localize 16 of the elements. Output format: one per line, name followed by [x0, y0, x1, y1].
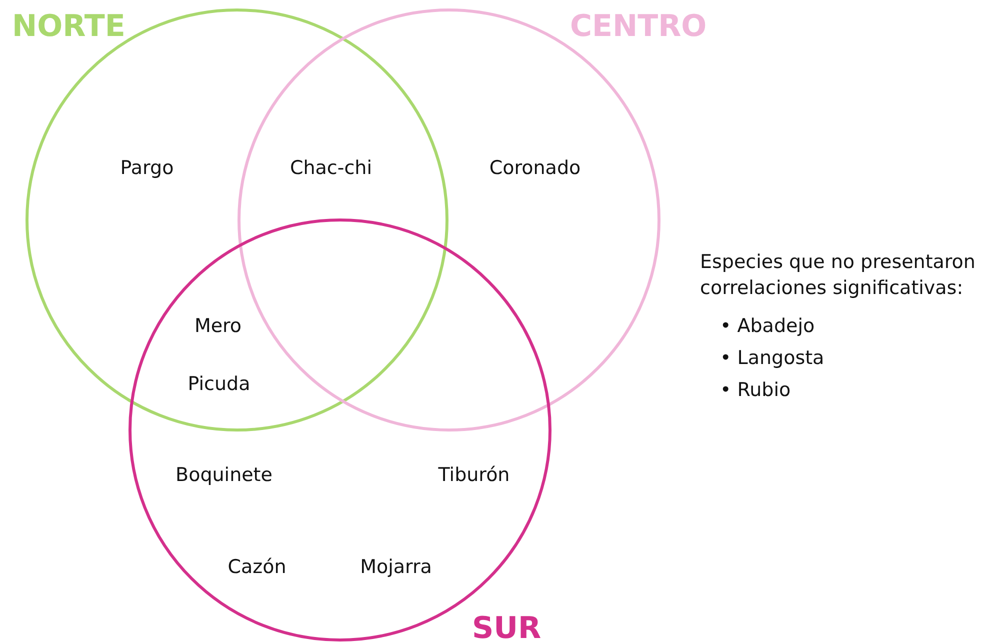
set-title: CENTRO [570, 12, 707, 42]
species-name: Mojarra [360, 556, 432, 579]
species-name: Picuda [188, 373, 250, 396]
species-name: Tiburón [438, 464, 510, 487]
list-item: • Abadejo [720, 315, 815, 338]
list-item: • Langosta [720, 347, 824, 370]
set-title: SUR [472, 614, 542, 643]
species-name: Cazón [228, 556, 286, 579]
species-name: Coronado [489, 157, 581, 180]
note-text: Especies que no presentaron correlaciones significativas: [700, 250, 976, 301]
set-title: NORTE [12, 12, 126, 42]
list-item: • Rubio [720, 379, 791, 402]
species-name: Boquinete [176, 464, 272, 487]
species-name: Pargo [120, 157, 174, 180]
species-name: Chac-chi [290, 157, 372, 180]
species-name: Mero [194, 315, 242, 338]
